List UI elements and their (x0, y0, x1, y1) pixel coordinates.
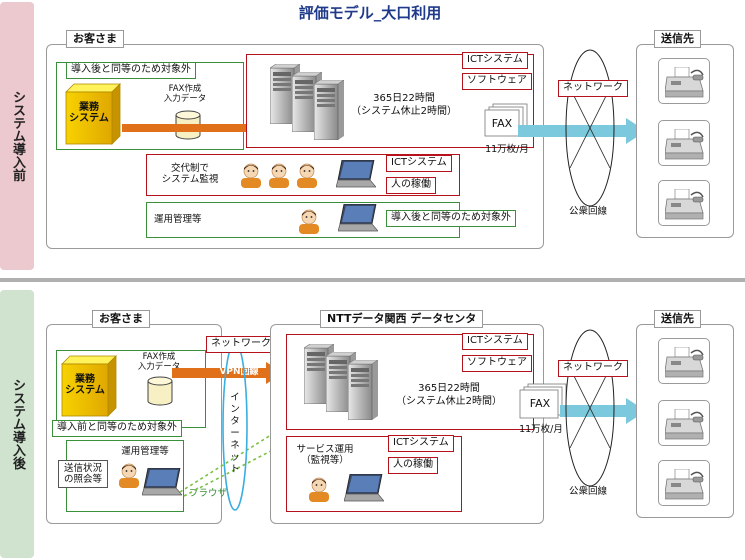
before-shift-monitor-label: 交代制で システム監視 (161, 163, 219, 185)
section-divider (0, 278, 745, 282)
after-inquiry-label: 送信状況 の照会等 (63, 463, 102, 485)
cube-icon (65, 83, 121, 145)
server-icon (348, 360, 378, 420)
after-side-label: システム導入後 (10, 378, 25, 470)
fax-machine-icon (665, 189, 705, 221)
after-uptime-label: 365日22時間 （システム休止2時間） (395, 383, 503, 407)
after-ict-tag: ICTシステム (462, 333, 528, 350)
fax-machine-icon (665, 347, 705, 379)
before-fax-label: FAX (491, 117, 513, 130)
before-out-of-scope-label-1: 導入後と同等のため対象外 (66, 62, 196, 79)
fax-document-icon (519, 383, 567, 419)
after-database-icon (147, 376, 173, 406)
fax-machine-icon (665, 469, 705, 501)
before-side-label: システム導入前 (10, 90, 25, 182)
after-destination-label: 送信先 (654, 310, 701, 328)
fax-machine-icon (665, 409, 705, 441)
before-business-system-cube (65, 83, 121, 145)
after-internet-label: インターネット (230, 392, 240, 475)
after-business-system-cube (61, 355, 117, 417)
page-title: 評価モデル_大口利用 (298, 4, 442, 22)
after-inquiry-box (58, 460, 108, 488)
after-ops-label: 運用管理等 (121, 446, 169, 457)
before-software-tag: ソフトウェア (462, 73, 532, 90)
fax-machine-icon (665, 129, 705, 161)
before-side-band: システム導入前 (0, 2, 34, 270)
before-out-of-scope-label-2: 導入後と同等のため対象外 (386, 210, 516, 227)
server-icon (314, 80, 344, 140)
after-browser-label: ブラウザ (188, 488, 227, 499)
after-orange-arrow (172, 362, 284, 384)
before-network-tag: ネットワーク (558, 80, 628, 97)
after-public-line-label: 公衆回線 (568, 486, 607, 497)
person-icon (118, 462, 140, 488)
after-service-ops-label: サービス運用 （監視等） (296, 444, 354, 466)
destination-fax-card (658, 58, 710, 104)
before-ops-label: 運用管理等 (154, 214, 202, 225)
before-network-ellipse (565, 49, 615, 207)
before-ict-tag: ICTシステム (462, 52, 528, 69)
before-fax-input-label: FAX作成 入力データ (163, 84, 207, 104)
person-icon (298, 208, 320, 234)
after-ict-tag-2: ICTシステム (388, 435, 454, 452)
destination-fax-card (658, 120, 710, 166)
after-software-tag: ソフトウェア (462, 355, 532, 372)
person-icon (308, 476, 330, 502)
after-vpn-label: VPN回線 (219, 367, 259, 377)
before-customer-label: お客さま (66, 30, 124, 48)
before-destination-label: 送信先 (654, 30, 701, 48)
destination-fax-card (658, 460, 710, 506)
destination-fax-card (658, 338, 710, 384)
after-out-of-scope-label: 導入前と同等のため対象外 (52, 420, 182, 437)
before-public-line-label: 公衆回線 (568, 206, 607, 217)
destination-fax-card (658, 180, 710, 226)
after-customer-label: お客さま (92, 310, 150, 328)
before-cyan-arrow (518, 118, 646, 144)
before-ict-tag-2: ICTシステム (386, 155, 452, 172)
after-fax-label: FAX (529, 397, 551, 410)
after-cyan-arrow (560, 398, 646, 424)
laptop-icon (338, 204, 378, 232)
before-uptime-label: 365日22時間 （システム休止2時間） (350, 93, 458, 117)
after-network-left-tag: ネットワーク (206, 336, 276, 353)
after-datacenter-label: NTTデータ関西 データセンタ (320, 310, 484, 328)
after-fax-input-label: FAX作成 入力データ (137, 352, 181, 372)
after-business-system-label: 業務 システム (65, 374, 105, 396)
after-network-tag: ネットワーク (558, 360, 628, 377)
after-manpower-tag: 人の稼働 (388, 457, 438, 474)
before-business-system-label: 業務 システム (69, 102, 109, 124)
person-icon (296, 162, 318, 188)
person-icon (268, 162, 290, 188)
after-side-band: システム導入後 (0, 290, 34, 558)
destination-fax-card (658, 400, 710, 446)
before-volume-label: 11万枚/月 (485, 144, 529, 155)
before-orange-arrow (122, 118, 272, 138)
laptop-icon (336, 160, 376, 188)
before-manpower-tag: 人の稼働 (386, 177, 436, 194)
after-network-ellipse (565, 329, 615, 487)
person-icon (240, 162, 262, 188)
laptop-icon (344, 474, 384, 502)
cube-icon (61, 355, 117, 417)
fax-machine-icon (665, 67, 705, 99)
after-volume-label: 11万枚/月 (519, 424, 563, 435)
fax-document-icon (484, 103, 528, 137)
